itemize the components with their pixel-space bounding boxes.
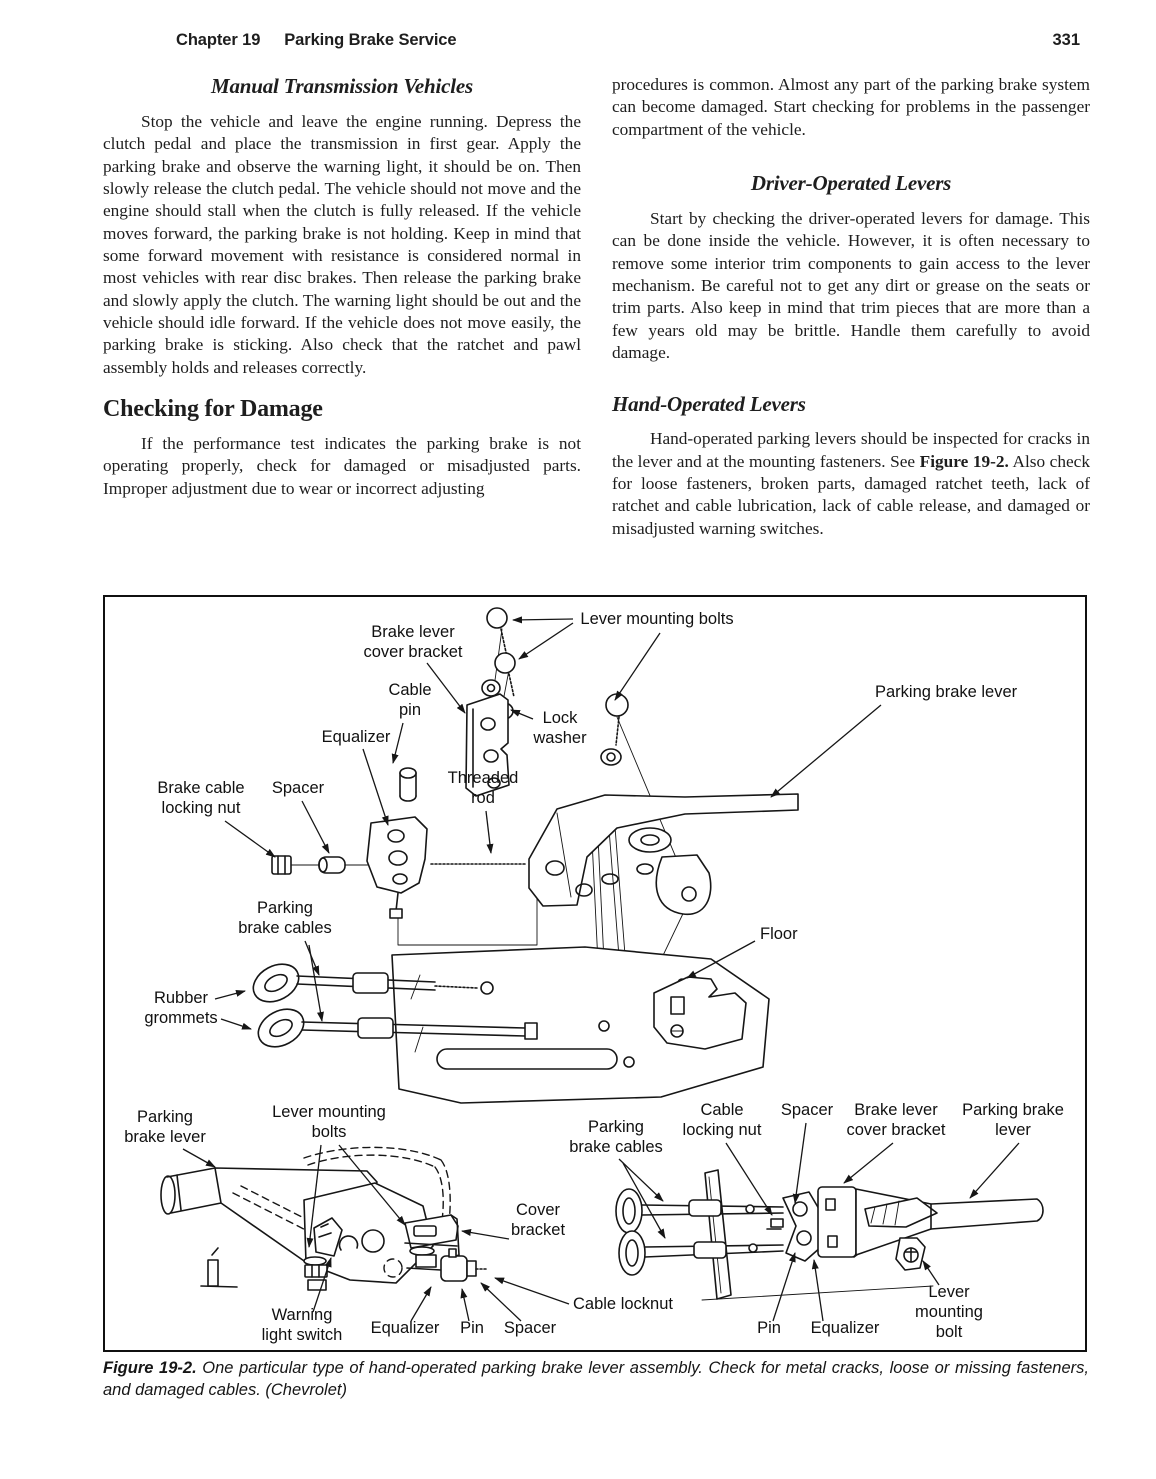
bottom-left-assembly-drawing [160, 1146, 489, 1291]
bottom-right-assembly-drawing [615, 1169, 1044, 1301]
figure-caption-label: Figure 19-2. [103, 1359, 197, 1377]
chapter-title: Parking Brake Service [284, 31, 457, 49]
page-number: 331 [1052, 31, 1080, 49]
label-equalizer-br: Equalizer [811, 1319, 880, 1337]
figure-caption: Figure 19-2. One particular type of hand… [103, 1358, 1089, 1401]
paragraph: procedures is common. Almost any part of… [612, 75, 1090, 139]
figure-leader-lines [182, 616, 1020, 1322]
chapter-number: Chapter 19 [176, 31, 261, 49]
subheading-driver-operated-levers: Driver-Operated Levers [750, 171, 952, 196]
running-header: Chapter 19 Parking Brake Service [176, 31, 457, 50]
paragraph: If the performance test indicates the pa… [103, 434, 581, 498]
paragraph-text: Also check for loose fasteners, broken p… [612, 451, 1090, 538]
label-pin-br: Pin [757, 1319, 781, 1337]
paragraph: Stop the vehicle and leave the engine ru… [103, 112, 581, 377]
label-parking-brake-lever-top: Parking brake lever [875, 683, 1018, 701]
label-spacer-br: Spacer [781, 1101, 834, 1119]
label-floor: Floor [760, 925, 798, 943]
paragraph: Start by checking the driver-operated le… [612, 209, 1090, 363]
label-spacer-bl: Spacer [504, 1319, 557, 1337]
top-assembly-drawing [252, 607, 799, 1104]
label-equalizer-top: Equalizer [322, 728, 391, 746]
label-pin-bl: Pin [460, 1319, 484, 1337]
subheading-hand-operated-levers: Hand-Operated Levers [612, 392, 806, 417]
label-equalizer-bl: Equalizer [371, 1319, 440, 1337]
figure-reference: Figure 19-2. [919, 451, 1009, 471]
right-column: procedures is common. Almost any part of… [612, 74, 1090, 540]
label-spacer-top: Spacer [272, 779, 325, 797]
label-lever-mounting-bolts: Lever mounting bolts [580, 610, 733, 628]
figure-caption-text: One particular type of hand-operated par… [103, 1359, 1089, 1399]
label-cable-locknut-bl: Cable locknut [573, 1295, 673, 1313]
subheading-manual-transmission: Manual Transmission Vehicles [210, 74, 474, 98]
paragraph: Hand-operated parking levers should be i… [612, 428, 1090, 540]
section-heading-checking-for-damage: Checking for Damage [103, 396, 323, 423]
left-column: Manual Transmission Vehicles Stop the ve… [103, 74, 581, 500]
paragraph-text: Hand-operated parking levers should be i… [612, 429, 1090, 471]
